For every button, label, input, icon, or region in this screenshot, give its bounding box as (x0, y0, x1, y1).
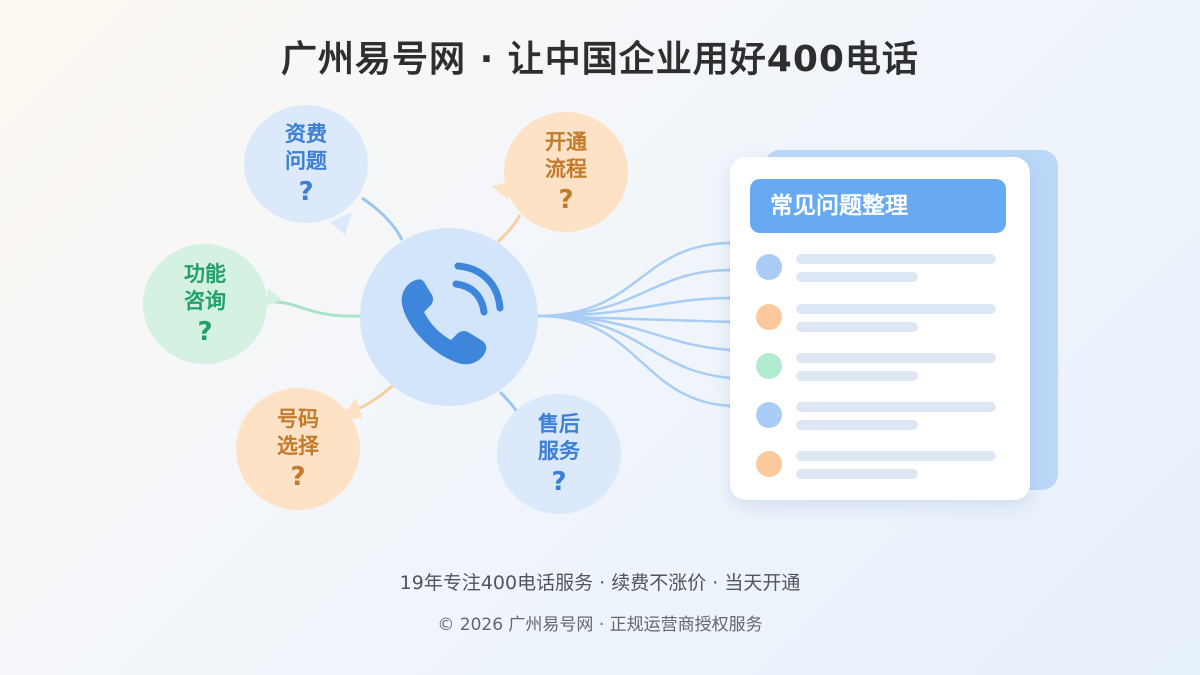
connector-fee (361, 196, 404, 241)
row-dot (756, 451, 782, 477)
placeholder-line (796, 254, 996, 264)
copyright: © 2026 广州易号网 · 正规运营商授权服务 (437, 615, 763, 635)
bubble-number-line1: 号码 (277, 407, 319, 431)
faq-row (756, 353, 996, 383)
bubble-function: 功能 咨询 ? (143, 244, 267, 364)
row-dot (756, 353, 782, 379)
tagline: 19年专注400电话服务 · 续费不涨价 · 当天开通 (399, 572, 801, 594)
bubble-fee-line2: 问题 (285, 149, 327, 173)
question-mark-icon: ? (197, 317, 213, 347)
row-dot (756, 304, 782, 330)
faq-row (756, 254, 996, 284)
bubble-aftersales: 售后 服务 ? (497, 394, 621, 514)
faq-card-header: 常见问题整理 (750, 179, 1006, 233)
faq-row (756, 451, 996, 481)
page-title: 广州易号网 · 让中国企业用好400电话 (281, 39, 919, 80)
question-mark-icon: ? (551, 467, 567, 497)
faq-row (756, 304, 996, 334)
connector-fan (537, 241, 733, 408)
placeholder-line (796, 322, 918, 332)
question-mark-icon: ? (558, 185, 574, 215)
placeholder-line (796, 451, 996, 461)
bubble-process-line2: 流程 (545, 157, 587, 181)
placeholder-line (796, 402, 996, 412)
bubble-function-line1: 功能 (184, 262, 226, 286)
bubble-aftersales-line2: 服务 (538, 439, 580, 463)
placeholder-line (796, 304, 996, 314)
connector-function (267, 300, 363, 318)
row-dot (756, 402, 782, 428)
question-mark-icon: ? (298, 177, 314, 207)
placeholder-line (796, 469, 918, 479)
bubble-number: 号码 选择 ? (236, 388, 360, 510)
bubble-fee: 资费 问题 ? (244, 105, 368, 223)
faq-row (756, 402, 996, 432)
placeholder-line (796, 353, 996, 363)
phone-icon (401, 262, 504, 365)
phone-hub (360, 228, 538, 406)
connector-process (496, 214, 522, 244)
bubble-function-line2: 咨询 (184, 289, 226, 313)
placeholder-line (796, 371, 918, 381)
placeholder-line (796, 272, 918, 282)
bubble-process: 开通 流程 ? (504, 112, 628, 232)
bubble-aftersales-line1: 售后 (538, 412, 580, 436)
bubble-number-line2: 选择 (277, 434, 319, 458)
bubble-process-line1: 开通 (545, 130, 587, 154)
question-mark-icon: ? (290, 462, 306, 492)
bubble-fee-line1: 资费 (285, 122, 327, 146)
row-dot (756, 254, 782, 280)
faq-card: 常见问题整理 (730, 157, 1030, 500)
placeholder-line (796, 420, 918, 430)
